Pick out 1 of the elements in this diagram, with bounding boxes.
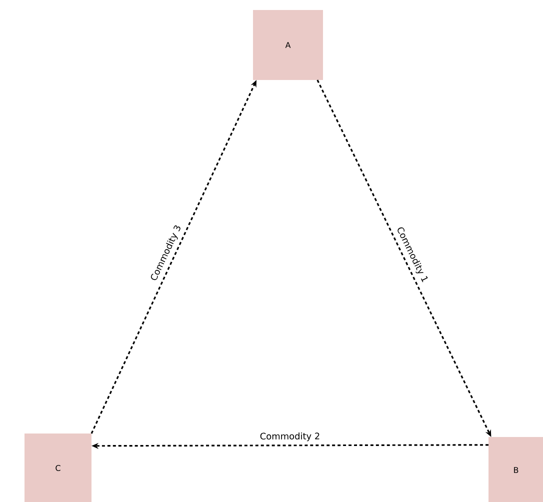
edge-label: Commodity 2 (260, 432, 320, 442)
